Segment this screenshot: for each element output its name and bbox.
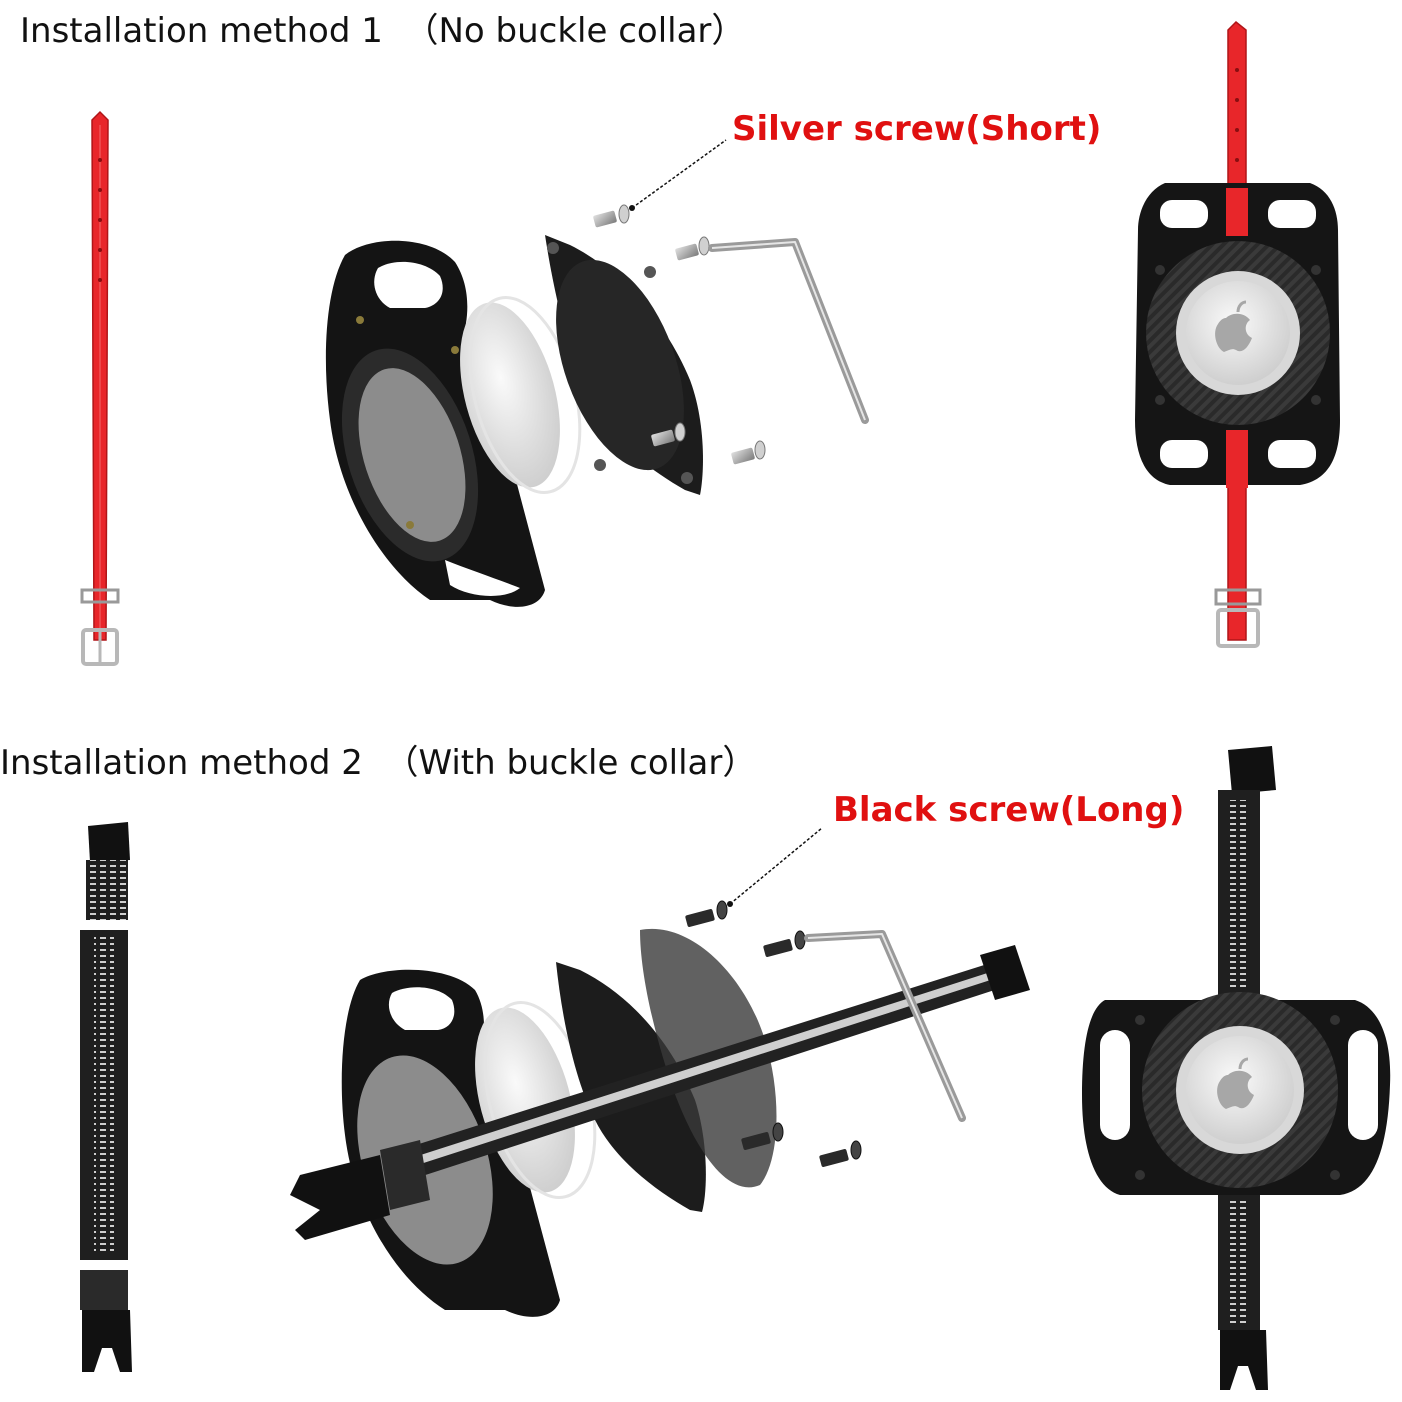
red-collar-icon [80,110,120,666]
assembled-case-red-icon [1135,20,1340,648]
method-2-title: Installation method 2 （With buckle colla… [0,743,757,783]
assembled-case-buckle-icon [1082,746,1391,1390]
buckle-collar-icon [80,822,132,1372]
black-screw-icon [685,900,862,1167]
black-screw-callout: Black screw(Long) [833,790,1185,830]
silver-screw-callout: Silver screw(Short) [732,109,1102,149]
method-1-title: Installation method 1 （No buckle collar） [20,11,746,51]
exploded-case-icon [290,928,1030,1317]
exploded-case-icon [325,235,703,607]
hex-key-icon [708,238,869,424]
hex-key-icon [804,930,966,1122]
silver-screw-icon [593,204,766,465]
